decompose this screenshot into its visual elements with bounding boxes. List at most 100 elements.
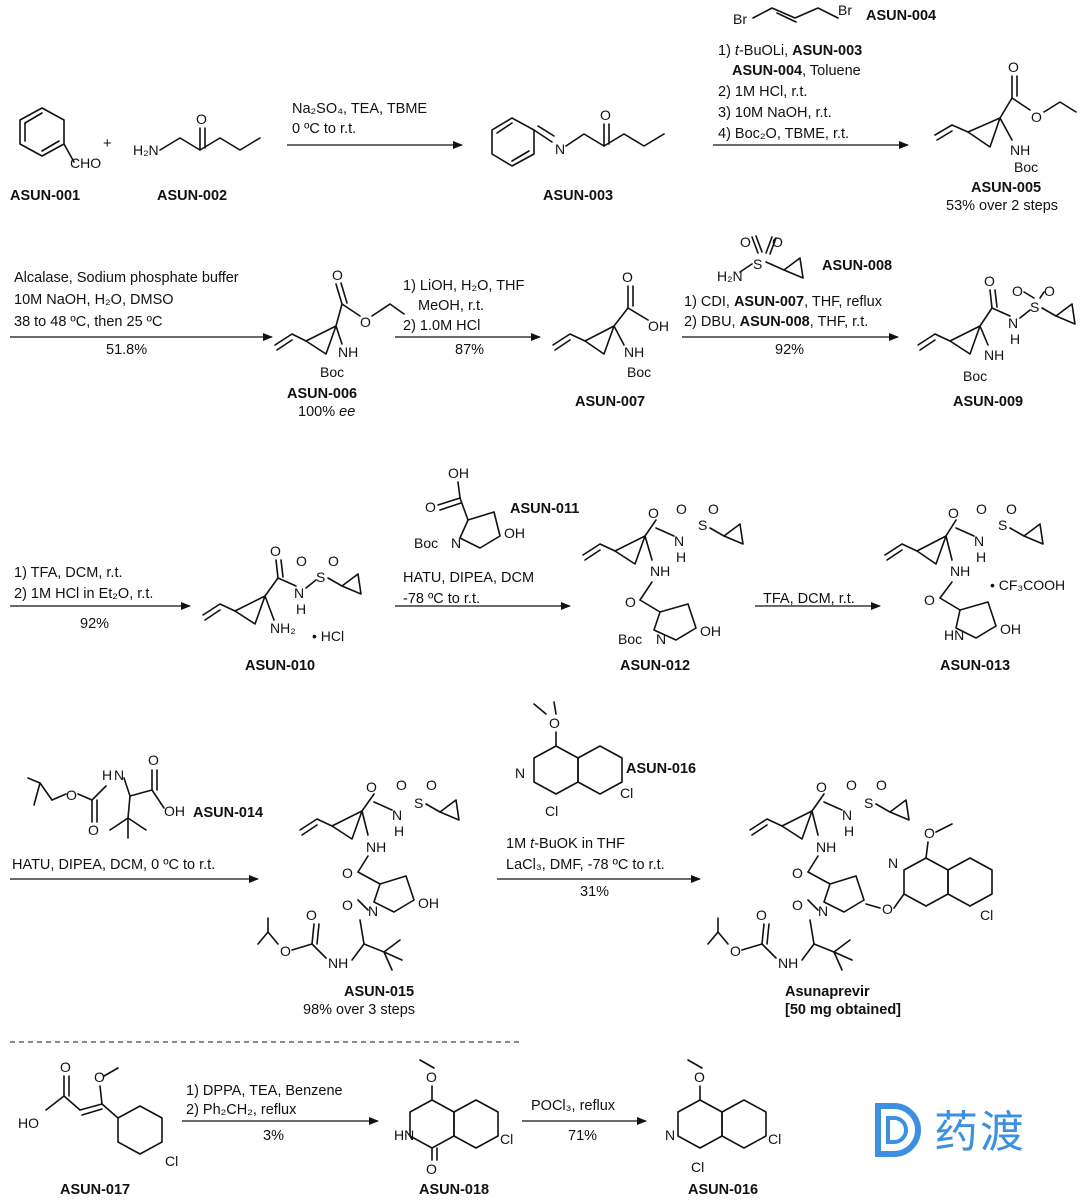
atom-o: O — [88, 822, 99, 838]
atom-boc: Boc — [618, 631, 642, 647]
atom-n: N — [114, 767, 124, 783]
cond-step3-line1: Na₂SO₄, TEA, TBME — [292, 101, 427, 117]
label-asun-007: ASUN-007 — [575, 394, 645, 410]
atom-o: O — [924, 592, 935, 608]
label-asunaprevir: Asunaprevir — [785, 984, 870, 1000]
atom-boc: Boc — [963, 368, 987, 384]
atom-n: N — [368, 903, 378, 919]
atom-n: N — [818, 903, 828, 919]
yield-step6: 51.8% — [106, 342, 147, 358]
label-asun-013: ASUN-013 — [940, 658, 1010, 674]
atom-cl: Cl — [691, 1159, 704, 1175]
atom-o: O — [625, 594, 636, 610]
atom-o: O — [984, 273, 995, 289]
atom-n: N — [392, 807, 402, 823]
atom-o: O — [425, 499, 436, 515]
atom-o: O — [426, 777, 437, 793]
label-asun-001: ASUN-001 — [10, 188, 80, 204]
atom-s: S — [316, 569, 325, 585]
atom-o: O — [600, 107, 611, 123]
cond-step12-line1: HATU, DIPEA, DCM — [403, 570, 534, 586]
atom-nh: NH — [778, 955, 798, 971]
cond-step7-line3: 2) 1.0M HCl — [403, 318, 480, 334]
structure-asun-009: O N H S O O NH Boc — [917, 273, 1076, 384]
atom-br: Br — [838, 2, 852, 18]
atom-nh: NH — [950, 563, 970, 579]
atom-o: O — [396, 777, 407, 793]
structure-asun-005: O O NH Boc — [934, 59, 1077, 175]
cond-step15-line1: HATU, DIPEA, DCM, 0 ºC to r.t. — [12, 857, 215, 873]
structure-asun-001: CHO — [19, 107, 101, 171]
yield-step18: 3% — [263, 1128, 284, 1144]
atom-cho: CHO — [70, 155, 101, 171]
atom-oh: OH — [648, 318, 669, 334]
atom-s: S — [864, 795, 873, 811]
atom-h: H — [976, 549, 986, 565]
atom-boc: Boc — [414, 535, 438, 551]
atom-h: H — [676, 549, 686, 565]
yield-step16: 71% — [568, 1128, 597, 1144]
cond-step12-line2: -78 ºC to r.t. — [403, 591, 480, 607]
atom-n: N — [555, 141, 565, 157]
atom-nh: NH — [328, 955, 348, 971]
cond-step3-line2: 0 ºC to r.t. — [292, 121, 356, 137]
atom-o: O — [94, 1069, 105, 1085]
label-asun-006: ASUN-006 — [287, 386, 357, 402]
structure-asun-002: H₂N O — [133, 111, 261, 158]
atom-o: O — [60, 1059, 71, 1075]
atom-s: S — [414, 795, 423, 811]
atom-o: O — [846, 777, 857, 793]
atom-o: O — [876, 777, 887, 793]
cond-step5-line3: 2) 1M HCl, r.t. — [718, 84, 807, 100]
atom-o: O — [296, 553, 307, 569]
structure-asun-006: O O NH Boc — [274, 267, 405, 380]
cond-step16-line1: POCl₃, reflux — [531, 1098, 616, 1114]
atom-o: O — [756, 907, 767, 923]
atom-n: N — [515, 765, 525, 781]
atom-h2n: H₂N — [717, 268, 743, 284]
structure-asun-011: OH O OH Boc N — [414, 465, 525, 551]
structure-asun-004: Br Br — [733, 2, 852, 27]
atom-o: O — [708, 501, 719, 517]
cond-final-line1: 1M t-BuOK in THF — [506, 836, 625, 852]
atom-o: O — [1012, 283, 1023, 299]
atom-cl: Cl — [620, 785, 633, 801]
atom-o: O — [270, 543, 281, 559]
atom-ho: HO — [18, 1115, 39, 1131]
atom-o: O — [1006, 501, 1017, 517]
yield-asun-015: 98% over 3 steps — [303, 1002, 415, 1018]
atom-nh: NH — [624, 344, 644, 360]
atom-cl: Cl — [980, 907, 993, 923]
atom-o: O — [1044, 283, 1055, 299]
label-asun-017: ASUN-017 — [60, 1182, 130, 1198]
atom-n: N — [974, 533, 984, 549]
atom-o: O — [882, 901, 893, 917]
structure-asun-007: O OH NH Boc — [552, 269, 669, 380]
structure-asun-003: N O — [491, 107, 665, 167]
atom-o: O — [306, 907, 317, 923]
atom-o: O — [426, 1161, 437, 1177]
atom-n: N — [451, 535, 461, 551]
watermark-text: 药渡 — [934, 1107, 1026, 1158]
structure-asun-016-reagent: O N Cl Cl — [515, 701, 633, 819]
cond-step18-line1: 1) DPPA, TEA, Benzene — [186, 1083, 343, 1099]
atom-n: N — [842, 807, 852, 823]
label-final-note: [50 mg obtained] — [785, 1002, 901, 1018]
atom-tfa-salt: • CF₃COOH — [990, 577, 1065, 593]
atom-o: O — [676, 501, 687, 517]
atom-oh: OH — [700, 623, 721, 639]
atom-o: O — [648, 505, 659, 521]
atom-h: H — [394, 823, 404, 839]
atom-o: O — [280, 943, 291, 959]
atom-o: O — [976, 501, 987, 517]
structure-asun-013: O N H S O O NH • CF₃COOH O OH HN — [884, 501, 1065, 643]
structure-asun-014: O O H N O OH — [27, 752, 185, 839]
atom-n: N — [1008, 315, 1018, 331]
atom-o: O — [332, 267, 343, 283]
atom-o: O — [66, 787, 77, 803]
label-asun-004: ASUN-004 — [866, 8, 936, 24]
cond-step10-line1: 1) TFA, DCM, r.t. — [14, 565, 123, 581]
cond-step10-line2: 2) 1M HCl in Et₂O, r.t. — [14, 586, 153, 602]
atom-cl: Cl — [545, 803, 558, 819]
